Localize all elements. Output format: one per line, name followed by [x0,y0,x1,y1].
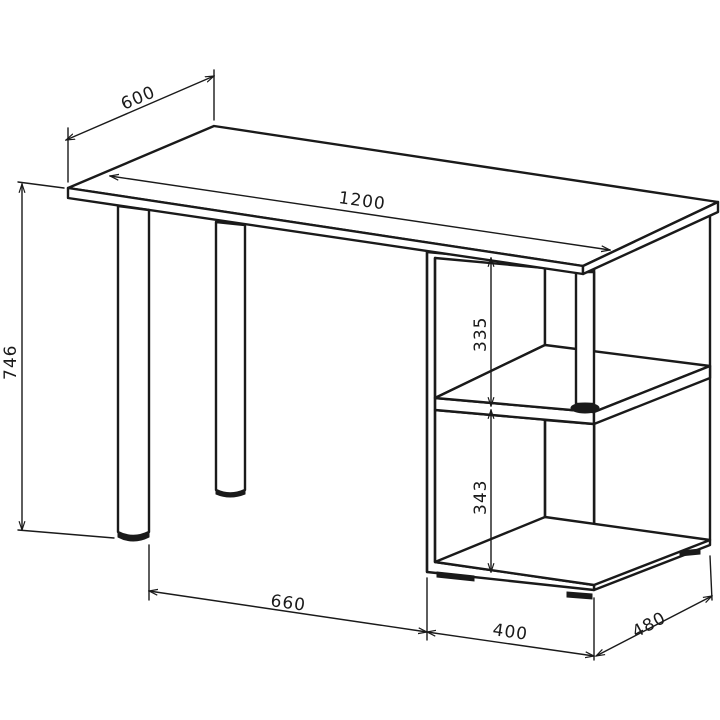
dim-shelf-lower: 343 [471,410,491,572]
dim-height-total: 746 [1,181,115,539]
dim-label-600: 600 [118,82,158,114]
desk [66,124,720,600]
dim-label-335: 335 [471,317,491,352]
cabinet-foot-back-right [679,548,701,557]
cabinet [425,210,712,600]
back-right-leg [570,270,600,414]
dim-label-480: 480 [629,608,670,642]
cabinet-foot-front-right [566,591,593,600]
dim-label-400: 400 [491,620,529,645]
cabinet-foot-front-left [436,571,475,582]
dim-label-746: 746 [1,345,21,380]
dim-cabinet-width: 400 [427,597,594,661]
front-left-leg [116,204,151,542]
dim-shelf-upper: 335 [471,258,491,406]
back-left-leg [214,220,247,498]
dim-leg-span: 660 [149,544,427,641]
tabletop [66,124,720,276]
dim-label-343: 343 [471,480,491,515]
dim-label-660: 660 [269,591,307,616]
